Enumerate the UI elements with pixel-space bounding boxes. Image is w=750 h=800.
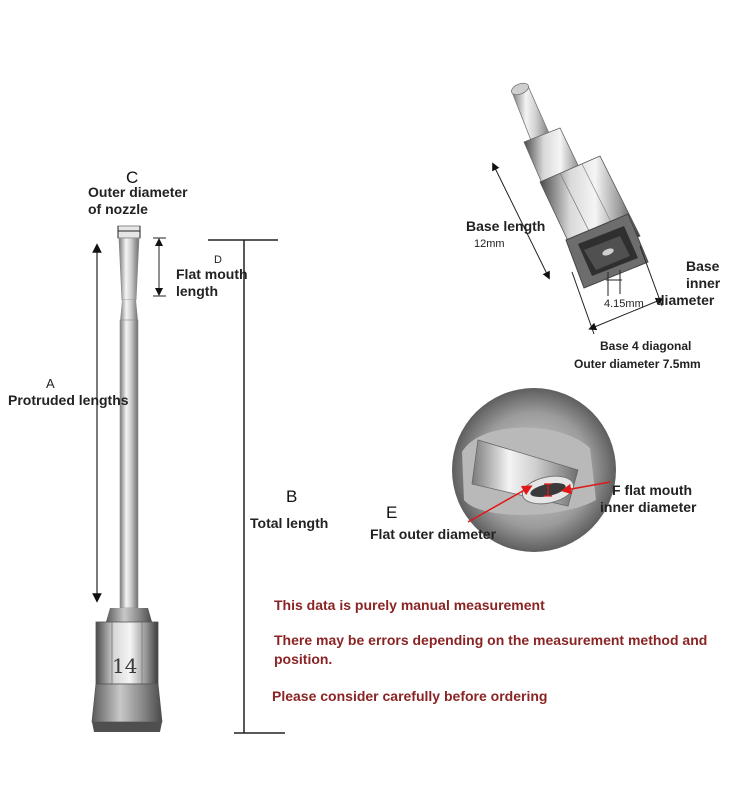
gauge-number: 14 [112,654,138,678]
label-f-flat-2: inner diameter [600,499,697,515]
label-base-length-value: 12mm [474,238,505,250]
label-base-length: Base length [466,218,546,234]
base-fitting-image [511,82,649,289]
label-flat-mouth-1: Flat mouth [176,266,248,282]
label-flat-outer: Flat outer diameter [370,526,497,542]
label-outer-nozzle-2: of nozzle [88,201,148,217]
label-d: D [214,254,222,266]
b-dimension [208,239,285,734]
flat-outer-arrow [467,485,533,523]
label-base-diag-2: Outer diameter 7.5mm [574,357,701,371]
label-protruded: Protruded lengths [8,392,129,408]
base-diagonal-dimension [571,245,664,335]
label-b: B [286,487,298,506]
label-total-length: Total length [250,515,329,531]
label-flat-mouth-2: length [176,283,218,299]
label-a: A [46,376,55,391]
label-c: C [126,168,139,187]
c-dimension [117,226,141,238]
note-possible-errors: There may be errors depending on the mea… [274,632,708,667]
label-base-inner-2: inner [686,275,721,291]
base-length-arrow [492,162,550,280]
d-dimension [153,237,166,297]
label-base-inner-3: diameter [656,292,715,308]
label-e: E [386,503,398,522]
label-inner-value: 4.15mm [604,298,644,310]
base-inner-dimension [606,270,622,296]
flat-inner-tick [544,483,552,497]
label-base-diag-1: Base 4 diagonal [600,339,692,353]
flat-inner-arrow [560,481,611,495]
label-base-inner-1: Base [686,258,720,274]
needle-image [91,225,163,732]
note-consider-carefully: Please consider carefully before orderin… [272,688,548,704]
label-outer-nozzle-1: Outer diameter [88,184,188,200]
label-f-flat-1: F flat mouth [612,482,693,498]
note-manual-measurement: This data is purely manual measurement [274,597,545,613]
flat-mouth-closeup [452,388,616,552]
